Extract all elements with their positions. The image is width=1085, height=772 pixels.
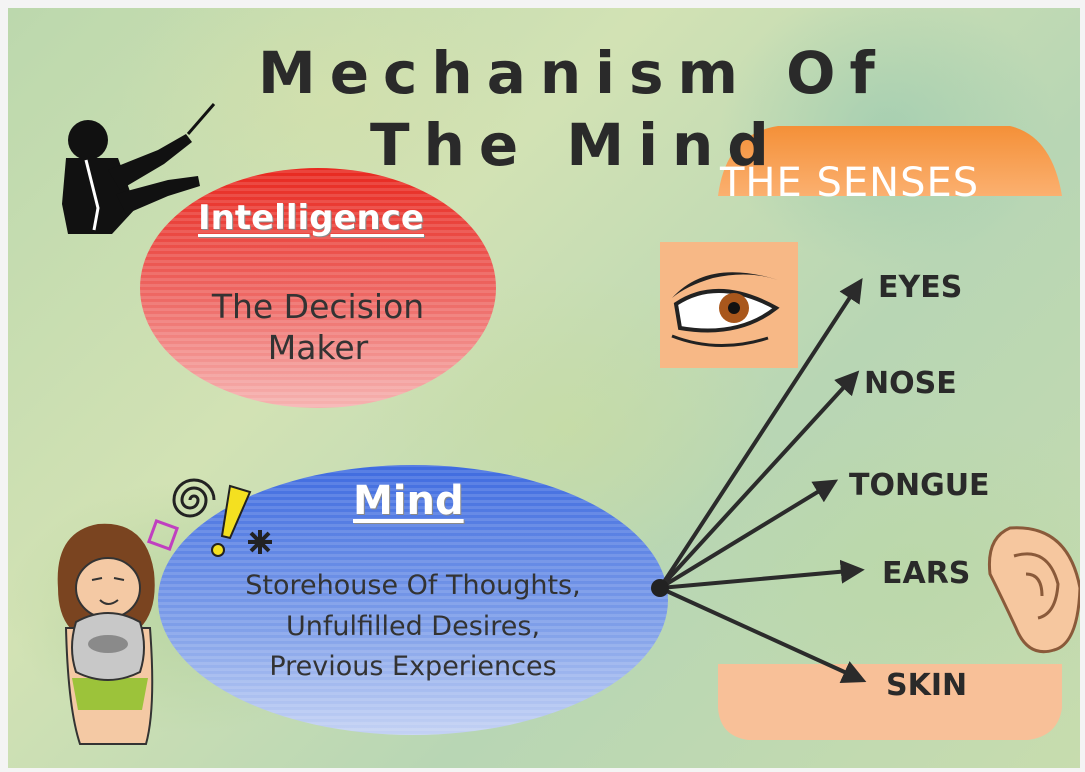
mind-line: Previous Experiences bbox=[269, 651, 557, 682]
mind-line: Storehouse Of Thoughts, bbox=[245, 570, 581, 601]
sense-label-nose: NOSE bbox=[864, 366, 957, 401]
title-line-1: Mechanism Of bbox=[258, 39, 889, 107]
intelligence-oval-texture bbox=[140, 168, 496, 408]
ear-icon bbox=[987, 526, 1080, 654]
sense-label-skin: SKIN bbox=[886, 668, 968, 703]
intelligence-title: Intelligence bbox=[198, 198, 424, 238]
arrow-hub bbox=[651, 579, 669, 597]
sense-arrows bbox=[658, 277, 867, 683]
mind-line: Unfulfilled Desires, bbox=[285, 610, 541, 642]
skin-panel bbox=[718, 664, 1062, 740]
spiral-icon bbox=[172, 478, 216, 518]
diagram-canvas bbox=[57, 103, 1080, 745]
arrow-ears bbox=[659, 559, 865, 590]
intelligence-description: The Decision Maker bbox=[168, 286, 468, 369]
eye-icon bbox=[660, 242, 798, 368]
mind-description: Storehouse Of Thoughts, Unfulfilled Desi… bbox=[178, 566, 648, 688]
mind-title: Mind bbox=[353, 478, 464, 524]
sense-label-ears: EARS bbox=[882, 556, 971, 591]
intelligence-line: The Decision bbox=[211, 287, 425, 326]
arrow-eyes bbox=[658, 277, 863, 590]
sense-label-tongue: TONGUE bbox=[849, 468, 990, 503]
conductor-icon bbox=[62, 103, 216, 234]
sense-label-eyes: EYES bbox=[878, 270, 963, 305]
caveman-icon bbox=[57, 518, 180, 745]
senses-header: THE SENSES bbox=[720, 160, 980, 206]
mind-oval-texture bbox=[158, 465, 668, 735]
arrow-nose bbox=[658, 370, 860, 590]
arrow-tongue bbox=[658, 479, 839, 590]
slide: Mechanism Of The Mind THE SENSES Intelli… bbox=[8, 8, 1080, 768]
exclamation-icon bbox=[211, 484, 252, 557]
arrow-skin bbox=[659, 586, 867, 683]
senses-banner bbox=[718, 126, 1062, 196]
asterisk-icon bbox=[248, 530, 272, 554]
title-line-2: The Mind bbox=[370, 111, 783, 179]
intelligence-line: Maker bbox=[267, 328, 369, 368]
